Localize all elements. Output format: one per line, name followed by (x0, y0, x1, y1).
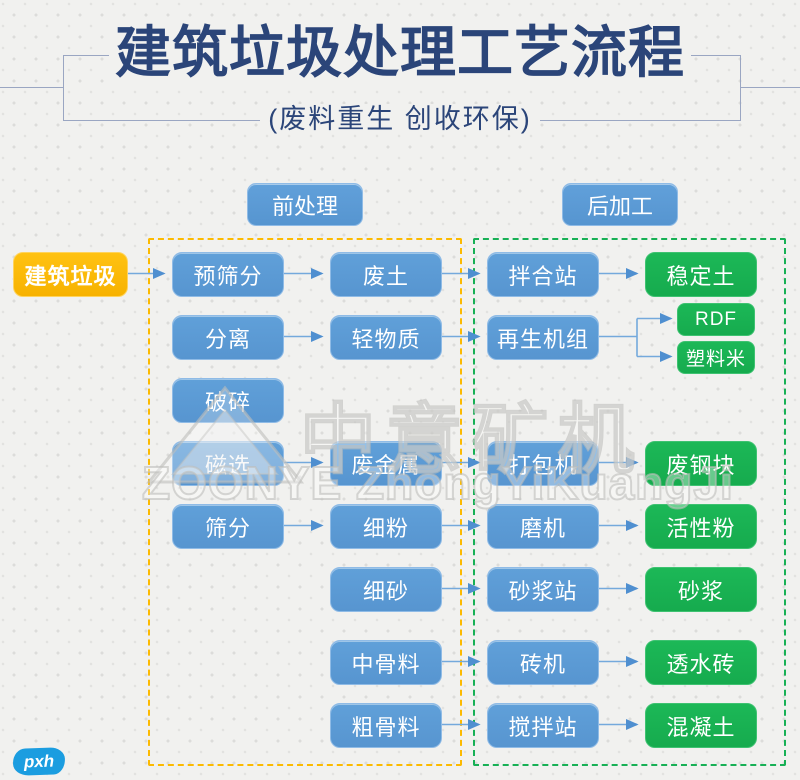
node-rdf: RDF (677, 303, 755, 336)
node-permeable-brick: 透水砖 (645, 640, 757, 685)
node-scrap-steel-block: 废钢块 (645, 441, 757, 486)
node-fine-powder: 细粉 (330, 504, 442, 549)
node-mixing-station: 拌合站 (487, 252, 599, 297)
node-concrete-mixing-station: 搅拌站 (487, 703, 599, 748)
node-medium-aggregate: 中骨料 (330, 640, 442, 685)
node-active-powder: 活性粉 (645, 504, 757, 549)
node-brick-machine: 砖机 (487, 640, 599, 685)
node-mortar-station: 砂浆站 (487, 567, 599, 612)
node-magnetic-separation: 磁选 (172, 441, 284, 486)
node-light-material: 轻物质 (330, 315, 442, 360)
pre-processing-group-border (148, 238, 462, 766)
node-mortar: 砂浆 (645, 567, 757, 612)
node-concrete: 混凝土 (645, 703, 757, 748)
node-baler: 打包机 (487, 441, 599, 486)
node-construction-waste: 建筑垃圾 (13, 252, 128, 297)
section-label-post-processing: 后加工 (562, 183, 678, 226)
page-title: 建筑垃圾处理工艺流程 (0, 10, 800, 96)
node-plastic-pellets: 塑料米 (677, 341, 755, 374)
node-screening: 筛分 (172, 504, 284, 549)
node-stabilized-soil: 稳定土 (645, 252, 757, 297)
title-frame-line-right (740, 87, 800, 88)
page-subtitle: (废料重生 创收环保) (0, 100, 800, 138)
node-coarse-aggregate: 粗骨料 (330, 703, 442, 748)
node-scrap-metal: 废金属 (330, 441, 442, 486)
node-regeneration-unit: 再生机组 (487, 315, 599, 360)
node-crushing: 破碎 (172, 378, 284, 423)
pxh-badge: pxh (12, 747, 66, 776)
node-pre-screening: 预筛分 (172, 252, 284, 297)
node-mill: 磨机 (487, 504, 599, 549)
title-frame-line-left (0, 87, 63, 88)
post-processing-group-border (473, 238, 786, 766)
section-label-pre-processing: 前处理 (247, 183, 363, 226)
node-fine-sand: 细砂 (330, 567, 442, 612)
node-separation: 分离 (172, 315, 284, 360)
node-waste-soil: 废土 (330, 252, 442, 297)
